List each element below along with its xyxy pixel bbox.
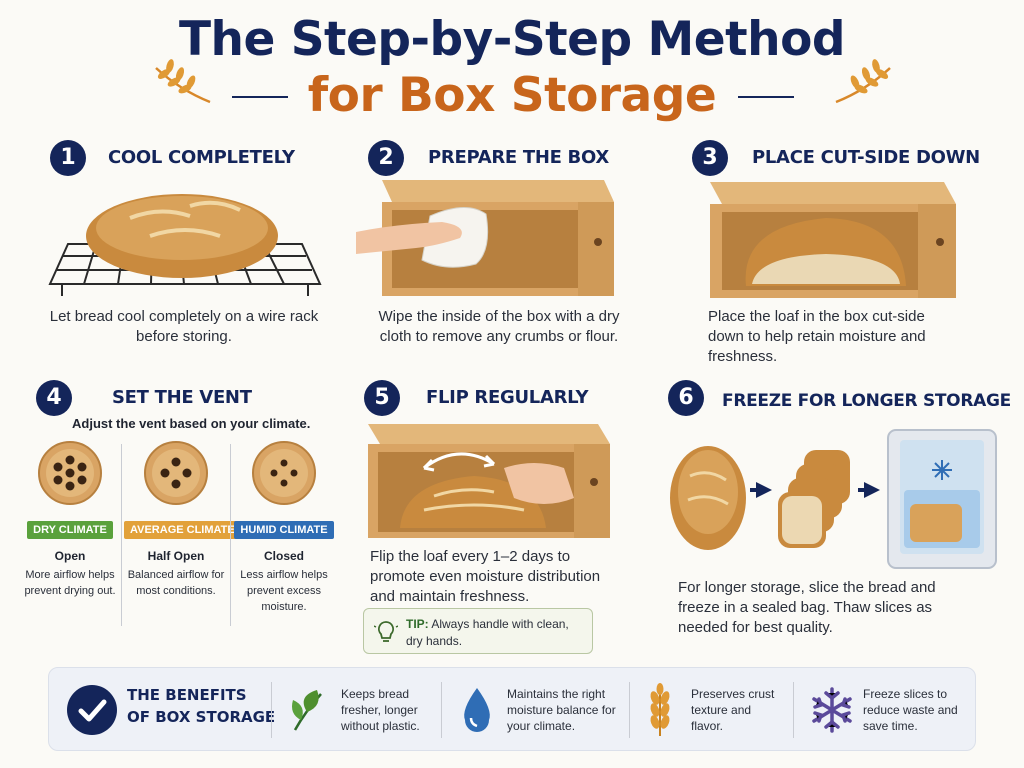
vent-option-average: AVERAGE CLIMATE Half Open Balanced airfl… — [124, 440, 241, 599]
lightbulb-icon — [374, 619, 398, 642]
vent-label-humid: HUMID CLIMATE — [234, 521, 334, 539]
water-drop-icon — [464, 688, 490, 732]
title-rule-left — [232, 96, 288, 98]
flip-loaf-in-box-illustration — [368, 424, 610, 538]
step-6-number: 6 — [668, 380, 704, 416]
bread-in-box-illustration — [710, 182, 956, 298]
benefit-item-freeze: Freeze slices to reduce waste and save t… — [863, 687, 958, 733]
vent-desc-average: Balanced airflow for most conditions. — [127, 569, 225, 597]
step-1-description: Let bread cool completely on a wire rack… — [49, 308, 319, 345]
tip-label: TIP: — [406, 617, 429, 631]
page-title: The Step-by-Step Method — [178, 12, 846, 67]
step-6-description: For longer storage, slice the bread and … — [678, 579, 936, 636]
checkmark-icon — [67, 685, 117, 735]
vent-divider — [230, 444, 231, 626]
vent-option-dry: DRY CLIMATE Open More airflow helps prev… — [18, 440, 122, 599]
vent-state-average: Half Open — [147, 549, 205, 563]
bread-on-rack-illustration — [48, 194, 322, 296]
vent-label-dry: DRY CLIMATE — [27, 521, 113, 539]
title-rule-right — [738, 96, 794, 98]
freeze-slices-illustration — [670, 429, 997, 569]
wheat-icon — [155, 59, 211, 104]
benefits-title: THE BENEFITS OF BOX STORAGE — [127, 686, 276, 726]
vent-state-dry: Open — [54, 549, 86, 563]
benefits-divider — [441, 682, 442, 738]
benefits-divider — [629, 682, 630, 738]
benefit-item-moisture: Maintains the right moisture balance for… — [507, 687, 616, 733]
step-4-number: 4 — [36, 380, 72, 416]
vent-open-icon — [38, 441, 102, 505]
vent-divider — [121, 444, 122, 626]
benefits-divider — [793, 682, 794, 738]
vent-closed-icon — [252, 441, 316, 505]
benefits-divider — [271, 682, 272, 738]
step-2-description: Wipe the inside of the box with a dry cl… — [378, 308, 620, 345]
step-2-title: PREPARE THE BOX — [428, 147, 609, 168]
step-5-number: 5 — [364, 380, 400, 416]
step-1-number: 1 — [50, 140, 86, 176]
vent-half-open-icon — [144, 441, 208, 505]
vent-option-humid: HUMID CLIMATE Closed Less airflow helps … — [232, 440, 336, 615]
wooden-box-cloth-illustration — [356, 180, 614, 296]
step-3-title: PLACE CUT-SIDE DOWN — [752, 147, 980, 168]
step-5-title: FLIP REGULARLY — [426, 387, 589, 408]
benefit-item-fresh: Keeps bread fresher, longer without plas… — [341, 687, 420, 733]
wheat-icon — [835, 59, 891, 104]
benefit-item-crust: Preserves crust texture and flavor. — [691, 687, 775, 733]
step-6-title: FREEZE FOR LONGER STORAGE — [722, 391, 1011, 411]
benefits-panel: THE BENEFITS OF BOX STORAGE Keeps bread … — [48, 667, 976, 751]
tip-box: TIP: Always handle with clean, dry hands… — [363, 608, 593, 654]
step-4-subtitle: Adjust the vent based on your climate. — [72, 416, 311, 431]
vent-desc-dry: More airflow helps prevent drying out. — [24, 569, 116, 597]
step-5-description: Flip the loaf every 1–2 days to promote … — [370, 548, 601, 605]
vent-label-average: AVERAGE CLIMATE — [124, 521, 241, 539]
step-3-number: 3 — [692, 140, 728, 176]
leaf-icon — [292, 690, 322, 731]
step-3-description: Place the loaf in the box cut-side down … — [708, 308, 926, 365]
vent-state-humid: Closed — [263, 549, 304, 563]
tip-text: Always handle with clean, dry hands. — [406, 617, 569, 648]
step-1-title: COOL COMPLETELY — [108, 147, 295, 168]
vent-desc-humid: Less airflow helps prevent excess moistu… — [240, 569, 328, 613]
step-4-title: SET THE VENT — [112, 387, 252, 408]
page-subtitle: for Box Storage — [307, 68, 717, 123]
wheat-icon — [650, 683, 670, 736]
step-2-number: 2 — [368, 140, 404, 176]
snowflake-icon — [812, 687, 852, 733]
